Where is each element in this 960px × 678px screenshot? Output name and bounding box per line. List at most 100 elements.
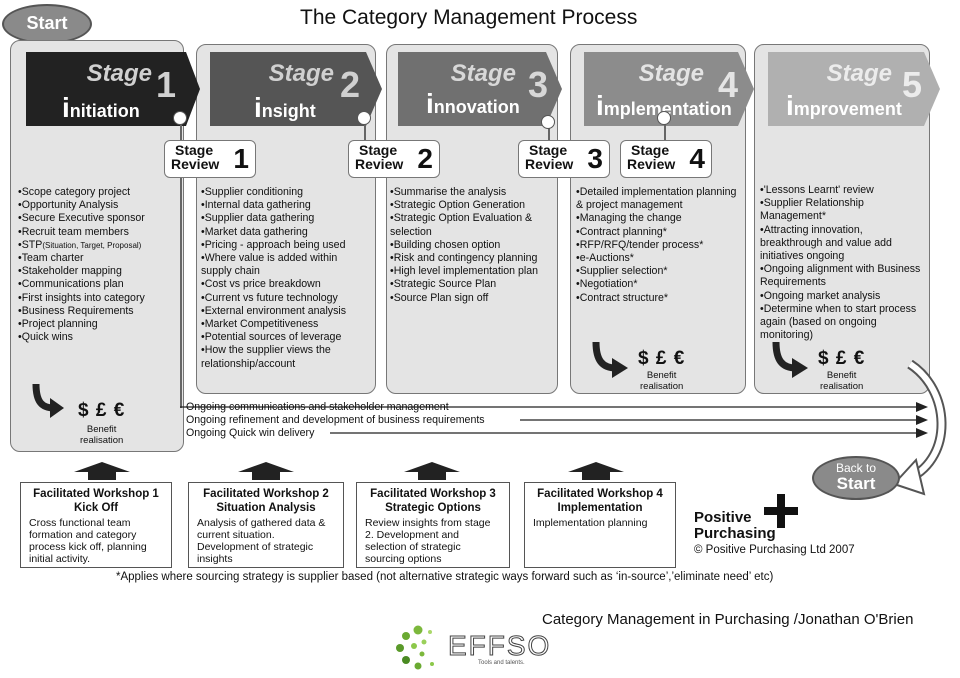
stage-number: 4 bbox=[717, 64, 738, 105]
stage4-bullets: Detailed implementation planning & proje… bbox=[576, 186, 740, 305]
stp-detail: (Situation, Target, Proposal) bbox=[42, 240, 142, 250]
list-item: Pricing - approach being used bbox=[201, 239, 369, 252]
list-item: Building chosen option bbox=[390, 239, 552, 252]
back-to-label: Back to bbox=[835, 461, 877, 475]
list-item: How the supplier views the relationship/… bbox=[201, 344, 369, 370]
stage1-banner-text: Stage 1 initiation bbox=[26, 52, 200, 124]
list-item: Supplier conditioning bbox=[201, 186, 369, 199]
currency-symbols: $ £ € bbox=[78, 400, 126, 421]
stage-number: 2 bbox=[339, 64, 360, 105]
list-item: Attracting innovation, breakthrough and … bbox=[760, 224, 924, 264]
review-line2: Review bbox=[627, 156, 676, 172]
stage-initial: i bbox=[596, 90, 604, 121]
connector-line bbox=[548, 124, 550, 146]
stage5-banner-text: Stage 5 improvement bbox=[768, 52, 940, 124]
list-item: Contract planning* bbox=[576, 226, 740, 239]
stage-initial: i bbox=[254, 92, 262, 123]
workshop-4: Facilitated Workshop 4 Implementation Imp… bbox=[524, 482, 676, 568]
stage-number: 3 bbox=[527, 64, 548, 105]
list-item: Scope category project bbox=[18, 186, 178, 199]
list-item: Where value is added within supply chain bbox=[201, 252, 369, 278]
stage-initial: i bbox=[426, 88, 434, 119]
list-item: Strategic Source Plan bbox=[390, 278, 552, 291]
review-number: 4 bbox=[689, 143, 705, 174]
currency-symbols: $ £ € bbox=[638, 348, 686, 369]
up-arrow-icon bbox=[74, 462, 130, 480]
ongoing-line-2: Ongoing refinement and development of bu… bbox=[186, 414, 485, 426]
ongoing-arrows bbox=[180, 402, 928, 438]
workshop-body: Implementation planning bbox=[533, 517, 648, 529]
stage-initial: i bbox=[786, 90, 794, 121]
list-item: Secure Executive sponsor bbox=[18, 212, 178, 225]
stage-word: Stage bbox=[826, 60, 892, 87]
stage-initial: i bbox=[62, 92, 70, 123]
stage2-banner bbox=[210, 52, 382, 126]
up-arrow-icon bbox=[568, 462, 624, 480]
list-item: Potential sources of leverage bbox=[201, 331, 369, 344]
stage3-banner bbox=[398, 52, 562, 126]
stage-word: Stage bbox=[268, 60, 334, 87]
list-item: Project planning bbox=[18, 318, 178, 331]
connector-line bbox=[664, 124, 666, 146]
workshop-subtitle: Kick Off bbox=[73, 502, 119, 514]
workshop-title: Facilitated Workshop 3 bbox=[370, 488, 496, 500]
brand-line2: Purchasing bbox=[694, 525, 776, 542]
list-item: High level implementation plan bbox=[390, 265, 552, 278]
stage-word: Stage bbox=[86, 60, 152, 87]
list-item: Supplier Relationship Management* bbox=[760, 197, 924, 223]
workshop-subtitle: Strategic Options bbox=[385, 502, 481, 514]
effso-wordmark: EFFSO bbox=[447, 630, 552, 662]
list-item: Recruit team members bbox=[18, 226, 178, 239]
stage-number: 1 bbox=[155, 64, 176, 105]
plus-icon bbox=[764, 494, 798, 528]
ongoing-line-3: Ongoing Quick win delivery bbox=[186, 427, 315, 439]
stage-review-4: Stage Review 4 bbox=[620, 140, 712, 178]
review-number: 3 bbox=[587, 143, 603, 174]
benefit-label-line2: realisation bbox=[80, 435, 124, 446]
workshop-title: Facilitated Workshop 4 bbox=[537, 488, 663, 500]
review-line2: Review bbox=[355, 156, 404, 172]
review-line1: Stage bbox=[359, 142, 398, 158]
stage-review-3: Stage Review 3 bbox=[518, 140, 610, 178]
workshop-body: Cross functional team formation and cate… bbox=[29, 517, 147, 565]
stage3-bullets: Summarise the analysis Strategic Option … bbox=[390, 186, 552, 305]
positive-purchasing-logo: Positive Purchasing bbox=[694, 510, 776, 542]
stage4-banner-text: Stage 4 implementation bbox=[584, 52, 754, 124]
stage-word: Stage bbox=[450, 60, 516, 87]
connector-dot bbox=[357, 111, 371, 125]
page-title: The Category Management Process bbox=[300, 6, 638, 29]
list-item: Business Requirements bbox=[18, 305, 178, 318]
start-bubble: Start bbox=[2, 4, 92, 44]
copyright: © Positive Purchasing Ltd 2007 bbox=[694, 544, 855, 556]
review-line1: Stage bbox=[175, 142, 214, 158]
list-item: Market Competitiveness bbox=[201, 318, 369, 331]
list-item: Stakeholder mapping bbox=[18, 265, 178, 278]
connector-dot bbox=[541, 115, 555, 129]
list-item: Ongoing alignment with Business Requirem… bbox=[760, 263, 924, 289]
brand-line1: Positive bbox=[694, 509, 752, 526]
list-item: Current vs future technology bbox=[201, 292, 369, 305]
review-number: 1 bbox=[233, 143, 249, 174]
list-item: Determine when to start process again (b… bbox=[760, 303, 924, 343]
ongoing-line-1: Ongoing communications and stakeholder m… bbox=[186, 401, 449, 413]
up-arrow-icon bbox=[404, 462, 460, 480]
credit-line: Category Management in Purchasing /Jonat… bbox=[542, 611, 914, 628]
stage-review-2: Stage Review 2 bbox=[348, 140, 440, 178]
connector-line bbox=[364, 124, 366, 146]
workshop-subtitle: Implementation bbox=[557, 502, 643, 514]
list-item: Internal data gathering bbox=[201, 199, 369, 212]
workshop-title: Facilitated Workshop 1 bbox=[33, 488, 159, 500]
stage1-bullets: Scope category project Opportunity Analy… bbox=[18, 186, 178, 344]
list-item: Quick wins bbox=[18, 331, 178, 344]
list-item: 'Lessons Learnt' review bbox=[760, 184, 924, 197]
benefit-label-line1: Benefit bbox=[646, 370, 677, 381]
benefit-label-line1: Benefit bbox=[86, 424, 117, 435]
stage-review-1: Stage Review 1 bbox=[164, 140, 256, 178]
benefit-label-line2: realisation bbox=[640, 381, 684, 392]
